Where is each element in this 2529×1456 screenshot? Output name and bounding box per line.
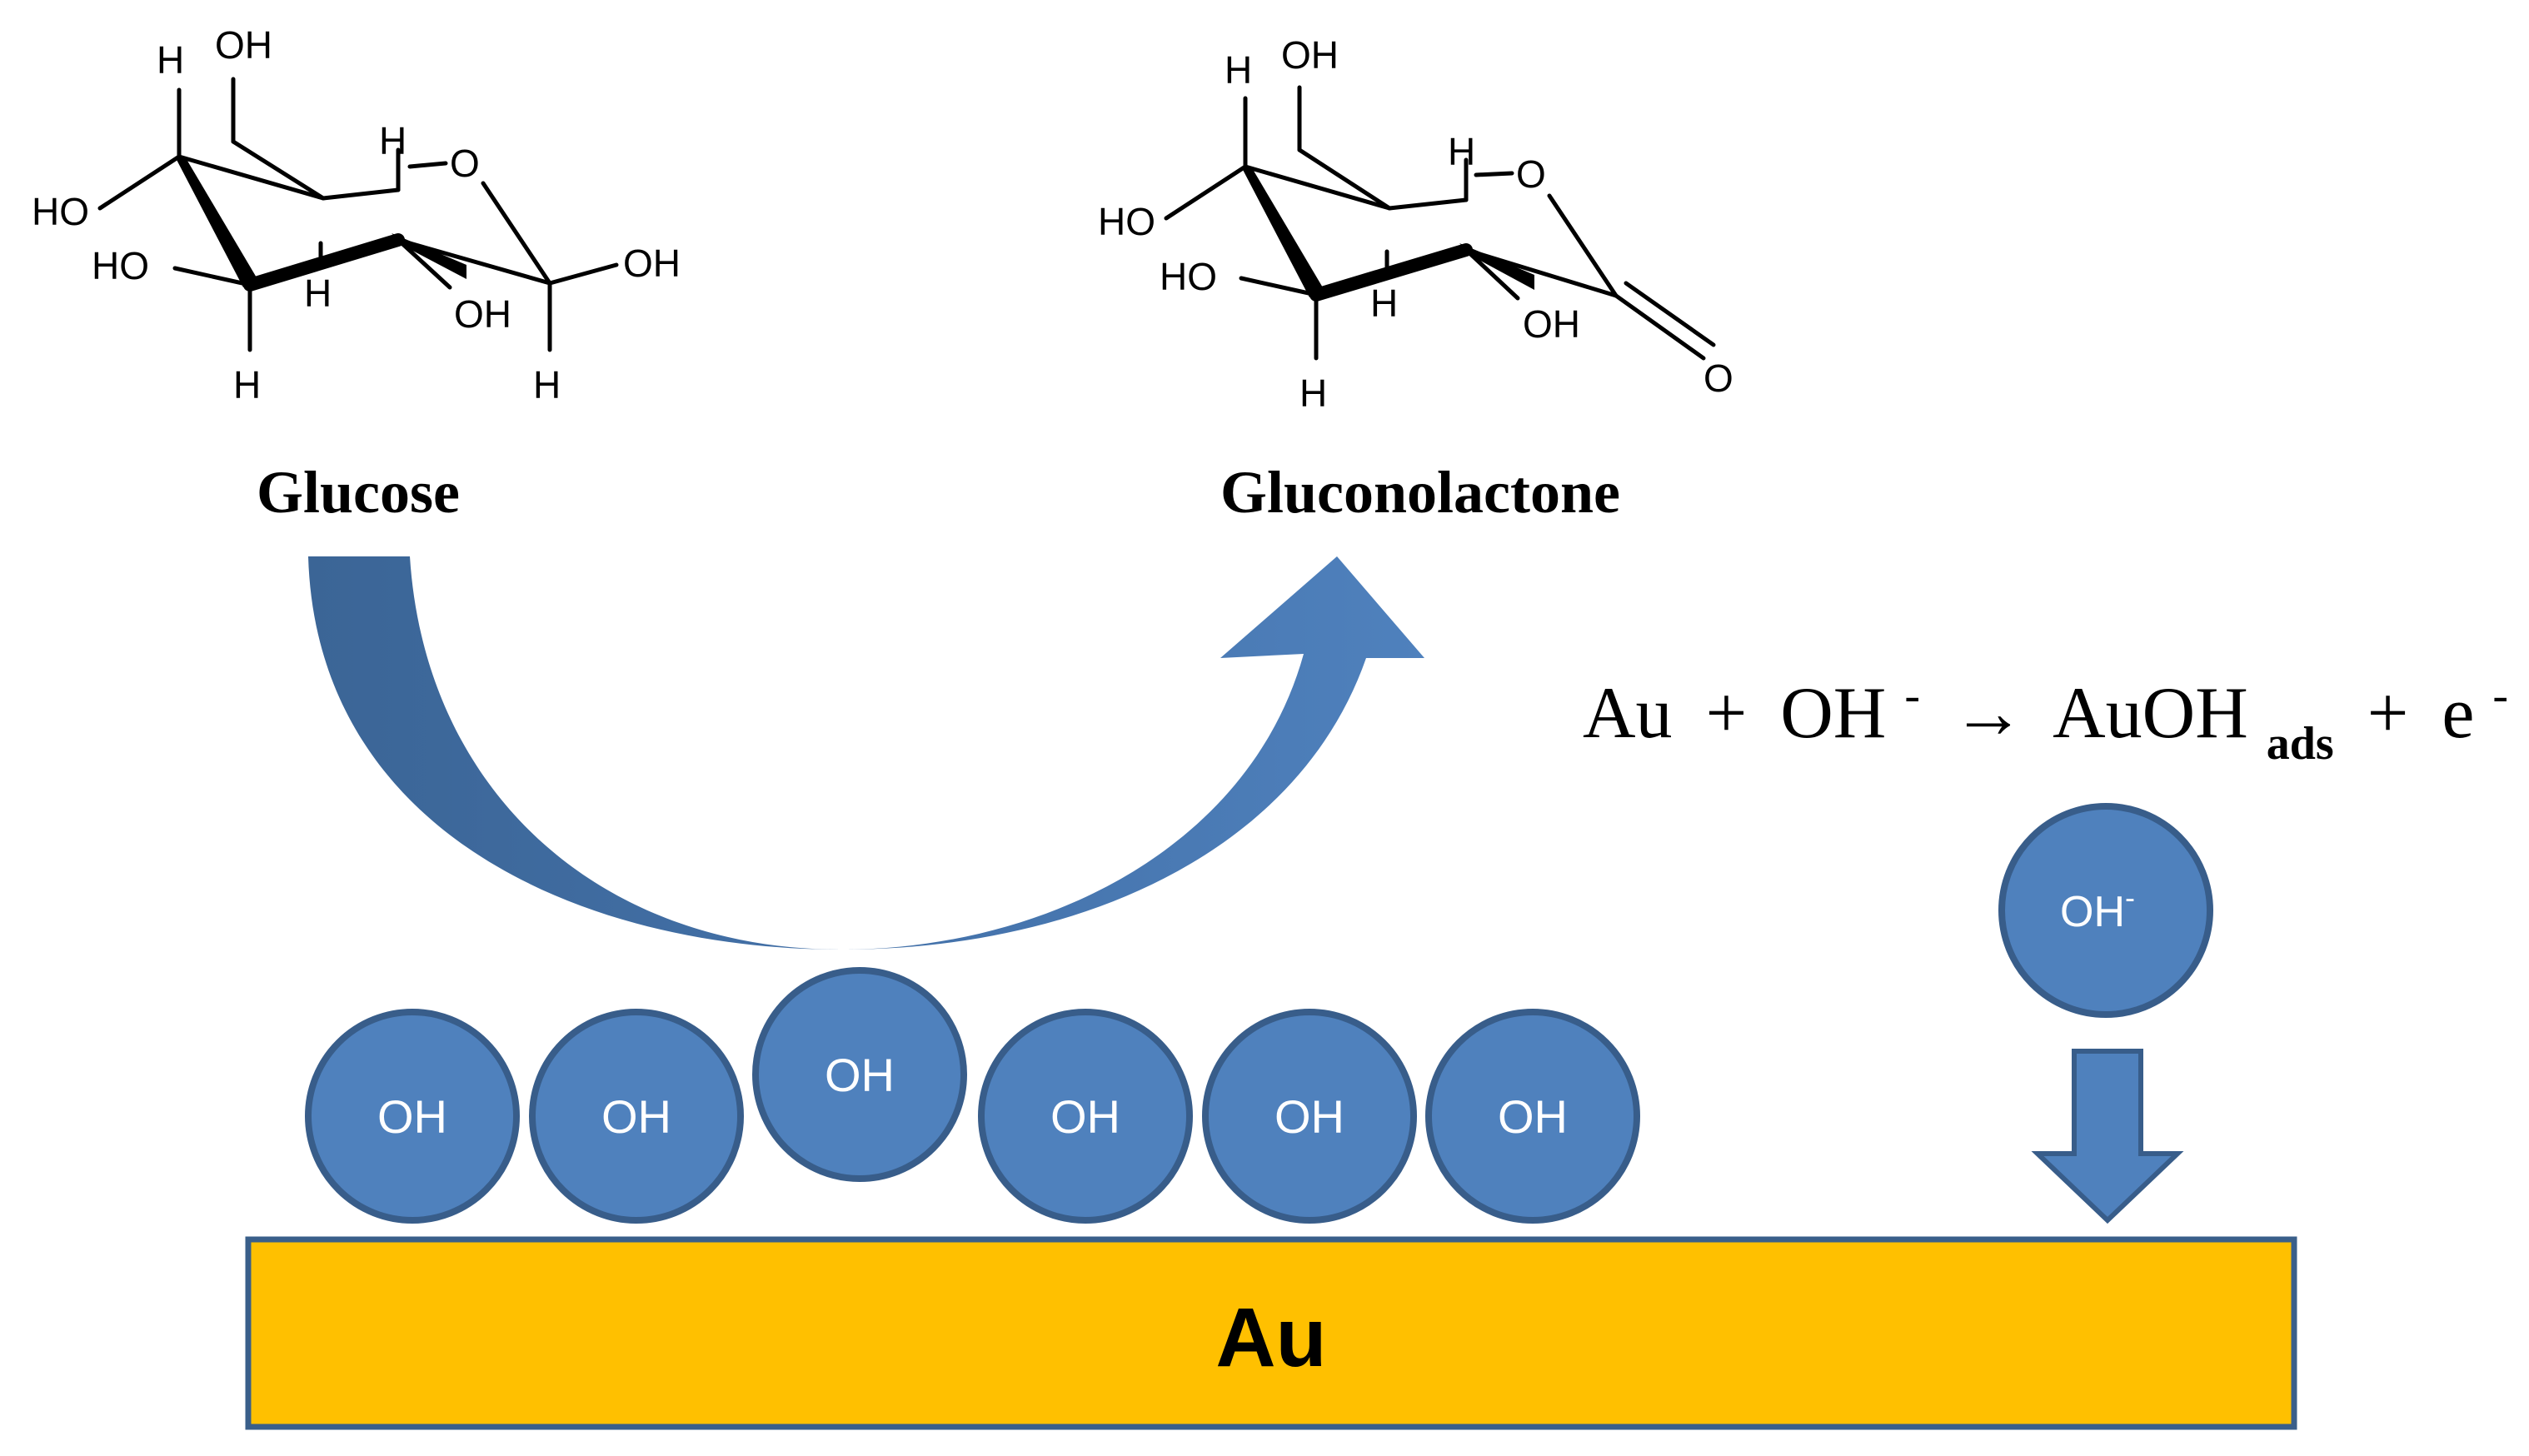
adsorbed-oh-layer: OH OH OH OH OH OH: [305, 967, 1640, 1224]
bond: [407, 161, 448, 169]
glucose-label: Glucose: [257, 459, 460, 526]
atom-label: H: [157, 38, 184, 82]
atom-label: HO: [1160, 255, 1217, 298]
equation-charge: -: [1904, 670, 1920, 721]
equation-electron: e: [2442, 673, 2474, 754]
atom-label: HO: [32, 190, 89, 233]
adsorbed-oh-circle: [752, 967, 967, 1182]
hydroxide-ion-circle: [1998, 803, 2213, 1018]
atom-label: OH: [623, 242, 681, 285]
bond: [1164, 164, 1248, 221]
hydroxide-ion-label: OH-: [2060, 880, 2135, 936]
reaction-equation: Au + OH - → AuOH ads + e -: [1583, 646, 2508, 775]
atom-label: HO: [92, 244, 149, 287]
adsorbed-oh-circle: [1425, 1009, 1640, 1224]
wedge-bond: [392, 233, 466, 279]
bond: [231, 139, 326, 201]
down-arrow: [2031, 1049, 2184, 1224]
equation-arrow: →: [1952, 673, 2025, 754]
equation-reactant-au: Au: [1583, 673, 1673, 754]
bond: [1297, 147, 1392, 211]
adsorbed-oh-label: OH: [1498, 1090, 1568, 1143]
wedge-bond: [1241, 167, 1326, 297]
gluconolactone-atom-labels: H OH H O HO HO H OH O H: [1098, 33, 1733, 415]
bold-bond: [243, 233, 405, 292]
bond: [1243, 164, 1392, 211]
atom-label: H: [379, 119, 407, 162]
adsorbed-oh-group: OH: [529, 1009, 744, 1224]
atom-label: H: [233, 363, 261, 406]
bond: [396, 237, 452, 290]
equation-subscript: ads: [2267, 718, 2334, 770]
bond: [1464, 247, 1520, 301]
adsorbed-oh-circle: [978, 1009, 1193, 1224]
bond: [481, 181, 552, 286]
atom-label: OH: [1523, 302, 1580, 346]
atom-label: HO: [1098, 200, 1155, 243]
atom-label: OH: [454, 292, 511, 336]
bond: [172, 266, 252, 287]
gluconolactone-label: Gluconolactone: [1220, 459, 1620, 526]
bond: [1239, 276, 1319, 297]
wedge-bond: [1459, 243, 1534, 290]
equation-reactant-oh: OH: [1780, 673, 1886, 754]
atom-label: O: [1516, 152, 1546, 196]
adsorbed-oh-group: OH: [752, 967, 967, 1182]
atom-label: OH: [1281, 33, 1339, 77]
incoming-hydroxide-ion: OH-: [1998, 803, 2213, 1018]
gold-surface: [245, 1236, 2297, 1430]
adsorbed-oh-circle: [305, 1009, 520, 1224]
bond: [1474, 171, 1514, 177]
adsorbed-oh-group: OH: [978, 1009, 1193, 1224]
adsorbed-oh-label: OH: [377, 1090, 447, 1143]
equation-plus: +: [2367, 673, 2409, 754]
equation-plus: +: [1706, 673, 1748, 754]
bond: [1547, 193, 1619, 298]
glucose-atom-labels: H OH H O HO HO H OH OH H H: [32, 23, 681, 406]
atom-label: OH: [215, 23, 272, 67]
adsorbed-oh-label: OH: [601, 1090, 671, 1143]
atom-label: O: [1703, 357, 1733, 400]
gold-surface-label: Au: [1215, 1291, 1326, 1384]
gluconolactone-structure: [1164, 85, 1716, 361]
bond: [1624, 281, 1716, 347]
atom-label: H: [1225, 48, 1252, 92]
adsorbed-oh-group: OH: [1425, 1009, 1640, 1224]
atom-label: H: [304, 272, 332, 315]
adsorbed-oh-group: OH: [305, 1009, 520, 1224]
adsorbed-oh-label: OH: [1274, 1090, 1344, 1143]
atom-label: H: [1370, 282, 1398, 325]
bond: [1387, 197, 1469, 211]
adsorbed-oh-group: OH: [1202, 1009, 1417, 1224]
atom-label: O: [450, 142, 480, 185]
atom-label: H: [533, 363, 561, 406]
bold-bond: [1309, 243, 1473, 302]
bond: [97, 154, 182, 211]
bond: [547, 262, 619, 286]
bond: [321, 187, 401, 201]
adsorbed-oh-circle: [1202, 1009, 1417, 1224]
equation-electron-charge: -: [2492, 670, 2508, 721]
equation-product-auoh: AuOH: [2053, 673, 2248, 754]
bond: [1614, 293, 1706, 361]
wedge-bond: [175, 157, 260, 287]
atom-label: H: [1299, 371, 1327, 415]
equation-text: Au + OH - → AuOH ads + e -: [1583, 646, 2508, 775]
atom-label: H: [1448, 130, 1475, 173]
adsorbed-oh-label: OH: [1050, 1090, 1120, 1143]
adsorbed-oh-circle: [529, 1009, 744, 1224]
bond: [177, 154, 326, 201]
glucose-structure: [97, 77, 619, 352]
curved-reaction-arrow: [308, 556, 1424, 950]
adsorbed-oh-label: OH: [825, 1049, 895, 1101]
